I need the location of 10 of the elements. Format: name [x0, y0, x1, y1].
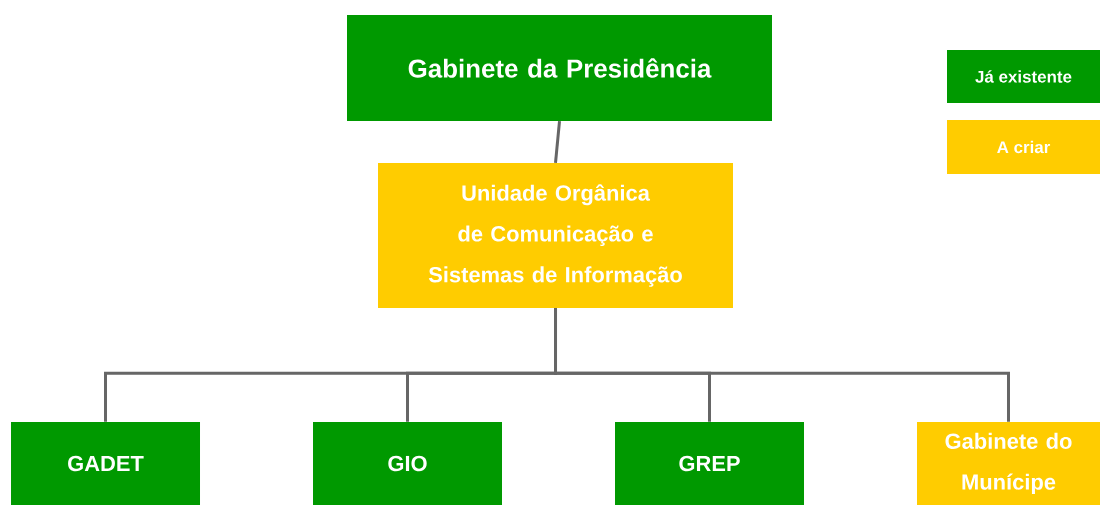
org-box: GADET: [11, 422, 200, 505]
connector-line: [554, 308, 1010, 422]
connector-line: [554, 121, 561, 163]
org-box: GIO: [313, 422, 502, 505]
org-box: Gabinete da Presidência: [347, 15, 772, 121]
legend-item: A criar: [947, 120, 1100, 174]
org-box: Unidade Orgânica de Comunicação e Sistemas de Informação: [378, 163, 733, 308]
legend-item: Já existente: [947, 50, 1100, 103]
org-box: Gabinete do Munícipe: [917, 422, 1100, 505]
org-box: GREP: [615, 422, 804, 505]
